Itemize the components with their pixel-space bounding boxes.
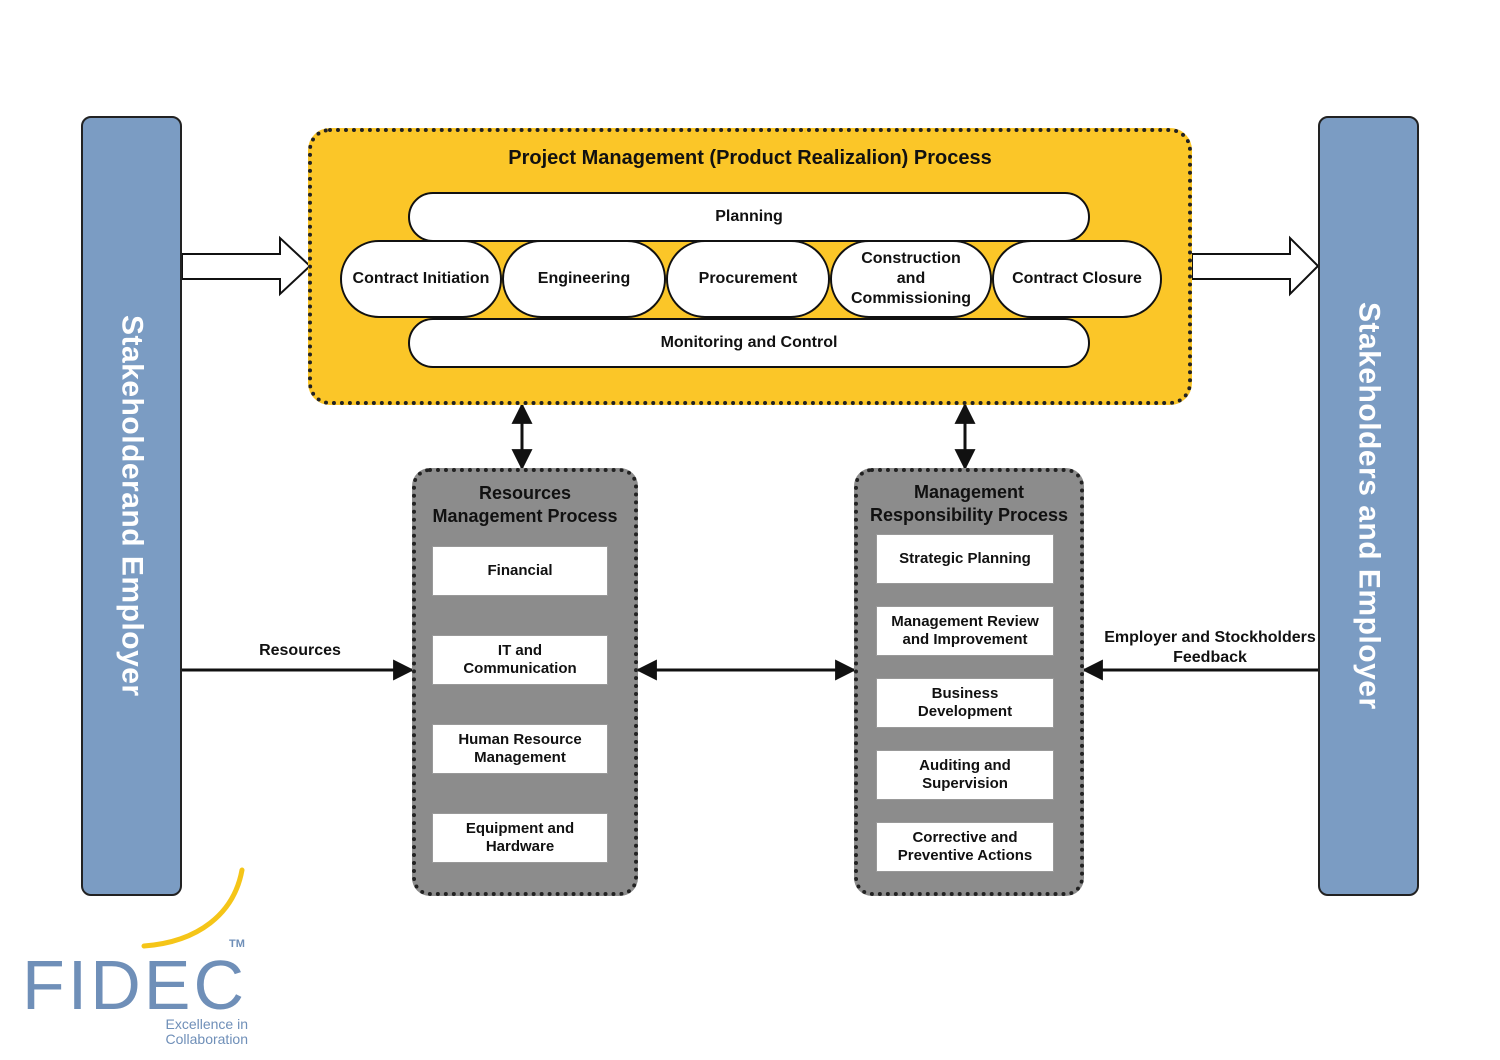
item-label: Human Resource Management	[458, 731, 582, 766]
item-label: Auditing and Supervision	[919, 757, 1011, 792]
project-management-title: Project Management (Product Realizalion)…	[508, 147, 992, 169]
resources-item-hr: Human Resource Management	[432, 724, 608, 774]
item-label: Strategic Planning	[899, 550, 1031, 567]
resources-item-it: IT and Communication	[432, 635, 608, 685]
planning-label: Planning	[715, 208, 783, 225]
monitoring-bar: Monitoring and Control	[408, 318, 1090, 368]
management-item-corrective: Corrective and Preventive Actions	[876, 822, 1054, 872]
output-hollow-arrow	[1191, 235, 1320, 297]
stage-construction-commissioning: Construction and Commissioning	[830, 240, 992, 318]
management-item-business: Business Development	[876, 678, 1054, 728]
logo-wordmark: FIDEC	[22, 946, 247, 1024]
stage-engineering: Engineering	[502, 240, 666, 318]
logo-arc	[141, 867, 245, 949]
stage-contract-initiation: Contract Initiation	[340, 240, 502, 318]
logo-trademark: TM	[229, 938, 245, 950]
item-label: Management Review and Improvement	[891, 613, 1039, 648]
management-item-auditing: Auditing and Supervision	[876, 750, 1054, 800]
left-stakeholder-label: Stakeholderand Employer	[115, 315, 149, 697]
management-process-title: Management Responsibility Process	[869, 482, 1069, 525]
right-stakeholder-label: Stakeholders and Employer	[1352, 302, 1386, 710]
stage-label: Contract Initiation	[352, 270, 490, 287]
stage-contract-closure: Contract Closure	[992, 240, 1162, 318]
stage-label: Contract Closure	[1012, 270, 1142, 287]
feedback-edge-label: Employer and Stockholders Feedback	[1104, 629, 1316, 666]
resources-process-title: Resources Management Process	[432, 483, 618, 526]
item-label: Corrective and Preventive Actions	[897, 829, 1033, 864]
resources-item-financial: Financial	[432, 546, 608, 596]
item-label: Business Development	[917, 685, 1013, 720]
monitoring-label: Monitoring and Control	[660, 334, 838, 351]
item-label: Equipment and Hardware	[465, 820, 575, 855]
left-stakeholder-bar: Stakeholderand Employer	[81, 116, 182, 896]
input-hollow-arrow	[181, 235, 312, 297]
stage-procurement: Procurement	[666, 240, 830, 318]
stage-label: Procurement	[698, 270, 798, 287]
management-item-review: Management Review and Improvement	[876, 606, 1054, 656]
stage-label: Engineering	[537, 270, 631, 287]
logo-tagline: Excellence in Collaboration	[165, 1016, 249, 1047]
item-label: Financial	[487, 562, 553, 579]
resources-edge-label: Resources	[259, 642, 341, 659]
stage-label: Construction and Commissioning	[850, 250, 971, 307]
right-stakeholder-bar: Stakeholders and Employer	[1318, 116, 1419, 896]
resources-item-equipment: Equipment and Hardware	[432, 813, 608, 863]
item-label: IT and Communication	[463, 642, 577, 677]
planning-bar: Planning	[408, 192, 1090, 242]
management-item-strategic: Strategic Planning	[876, 534, 1054, 584]
